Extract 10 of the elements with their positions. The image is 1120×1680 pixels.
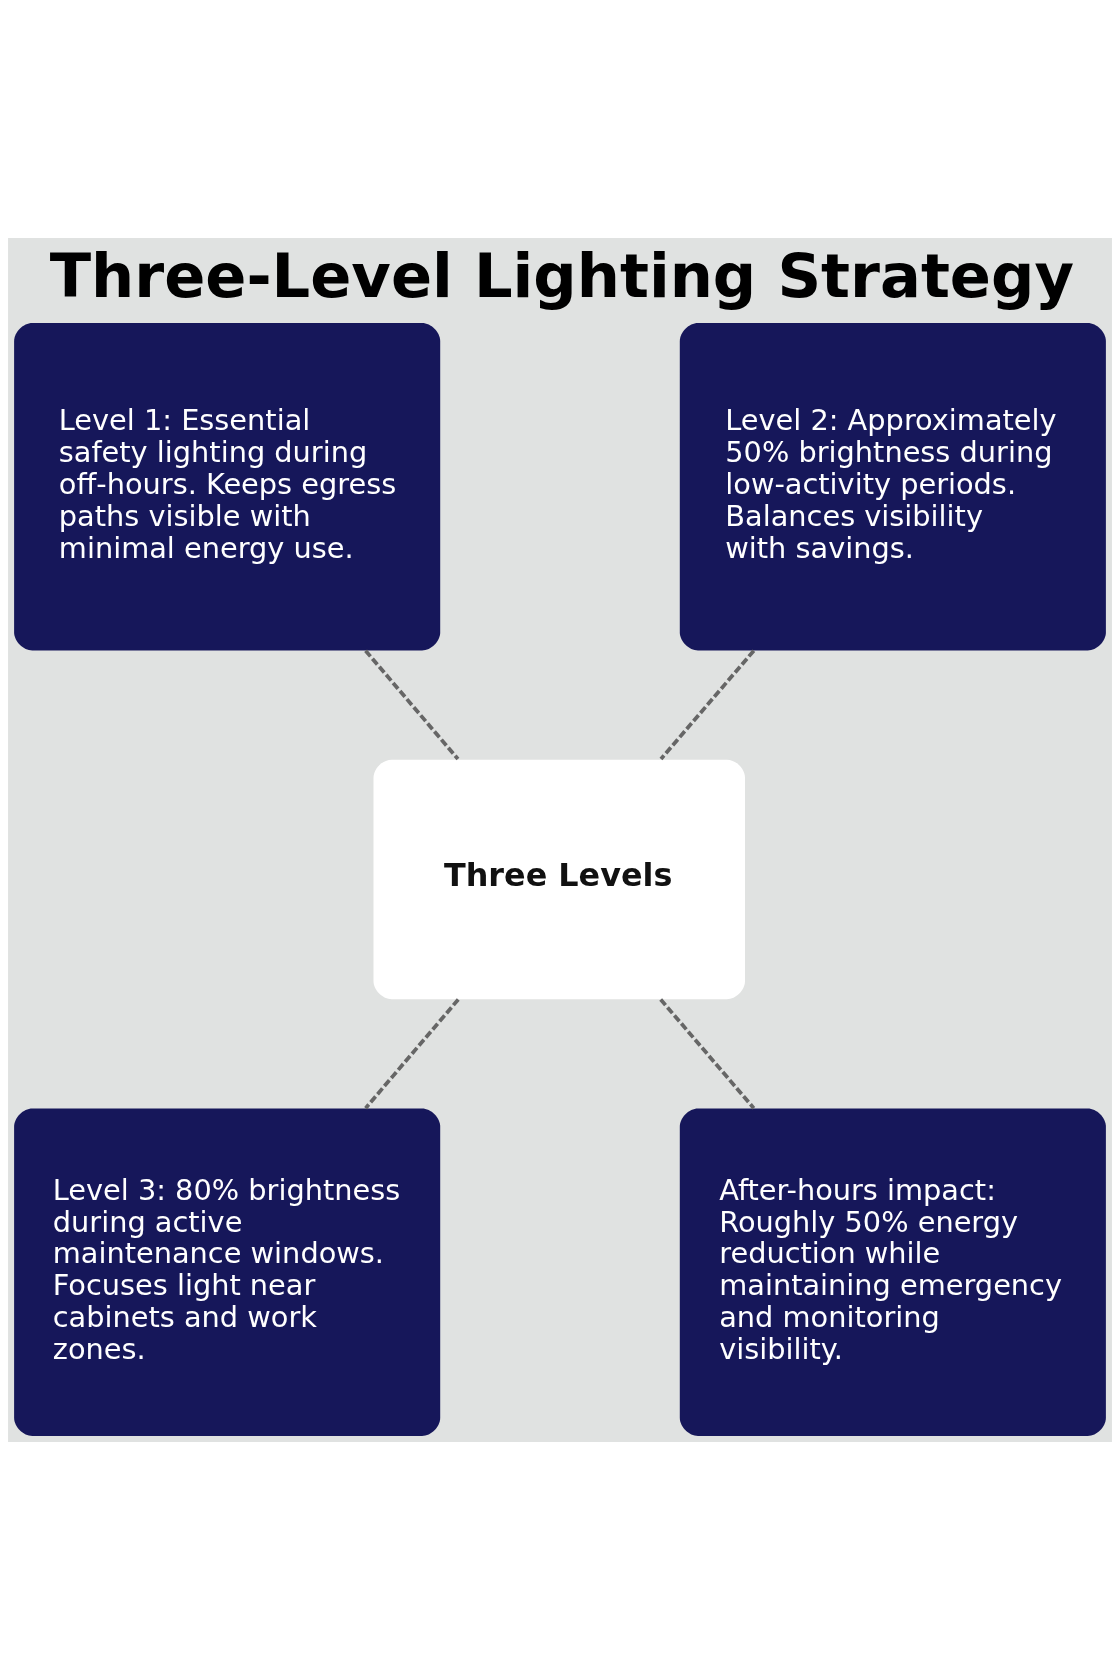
connector: [659, 649, 756, 761]
node-box: After-hours impact: Roughly 50% energy reduction while maintaining emergency and monitoring visibility.: [679, 1108, 1106, 1436]
node-box: Three Levels: [373, 759, 745, 1000]
connector: [364, 998, 460, 1110]
connector: [659, 998, 756, 1110]
node-box: Level 1: Essential safety lighting during off-hours. Keeps egress paths visible with minimal energy use.: [14, 322, 441, 651]
node-box: Level 3: 80% brightness during active maintenance windows. Focuses light near cabinets and work zones.: [14, 1108, 441, 1436]
node-box: Level 2: Approximately 50% brightness during low-activity periods. Balances visibility with savings.: [679, 322, 1106, 651]
connector: [364, 649, 460, 761]
diagram-title: Three-Level Lighting Strategy: [49, 241, 1074, 312]
